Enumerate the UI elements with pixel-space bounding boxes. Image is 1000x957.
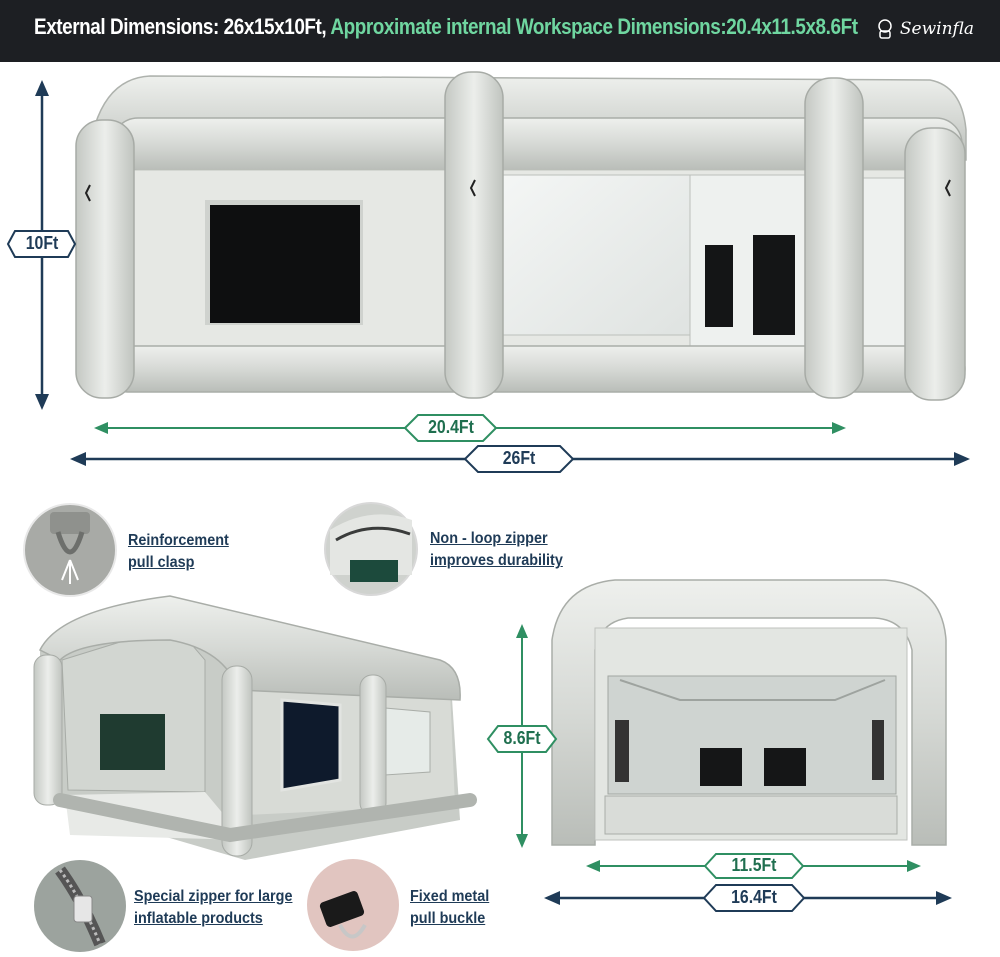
detail-special-zipper bbox=[34, 860, 126, 952]
astronaut-icon bbox=[878, 19, 892, 39]
banner-title: External Dimensions: 26x15x10Ft, Approxi… bbox=[34, 14, 858, 40]
feature-special-zipper: Special zipper for large inflatable prod… bbox=[134, 888, 293, 927]
detail-zipper bbox=[324, 502, 418, 596]
brand-name: Sewinfla bbox=[899, 19, 974, 39]
external-dimensions-text: External Dimensions: 26x15x10Ft, bbox=[34, 14, 327, 39]
outer-width-label: 16.4Ft bbox=[731, 887, 777, 907]
inner-width-label: 11.5Ft bbox=[731, 855, 777, 875]
tent-front-view bbox=[551, 579, 947, 846]
feature-metal-buckle: Fixed metal pull buckle bbox=[410, 888, 490, 927]
feature-non-loop-zipper: Non - loop zipper improves durability bbox=[430, 530, 563, 569]
height-arrow bbox=[6, 80, 77, 410]
tent-perspective-view bbox=[33, 595, 477, 860]
outer-length-arrow bbox=[70, 445, 970, 473]
inner-length-label: 20.4Ft bbox=[428, 417, 474, 437]
brand-logo: Sewinfla bbox=[874, 18, 974, 40]
main-tent-side-view bbox=[75, 71, 967, 401]
feature-reinforcement-clasp: Reinforcement pull clasp bbox=[128, 532, 229, 571]
inner-height-label: 8.6Ft bbox=[503, 728, 541, 748]
inner-height-arrow bbox=[486, 624, 558, 848]
header-banner: External Dimensions: 26x15x10Ft, Approxi… bbox=[0, 0, 1000, 62]
height-label: 10Ft bbox=[25, 233, 59, 253]
outer-width-arrow bbox=[544, 884, 952, 912]
inner-width-arrow bbox=[586, 853, 921, 879]
inner-length-arrow bbox=[94, 414, 846, 442]
detail-metal-buckle bbox=[307, 859, 399, 951]
detail-reinforcement-clasp bbox=[23, 503, 117, 597]
internal-dimensions-text: Approximate internal Workspace Dimension… bbox=[330, 14, 858, 39]
outer-length-label: 26Ft bbox=[502, 448, 536, 468]
